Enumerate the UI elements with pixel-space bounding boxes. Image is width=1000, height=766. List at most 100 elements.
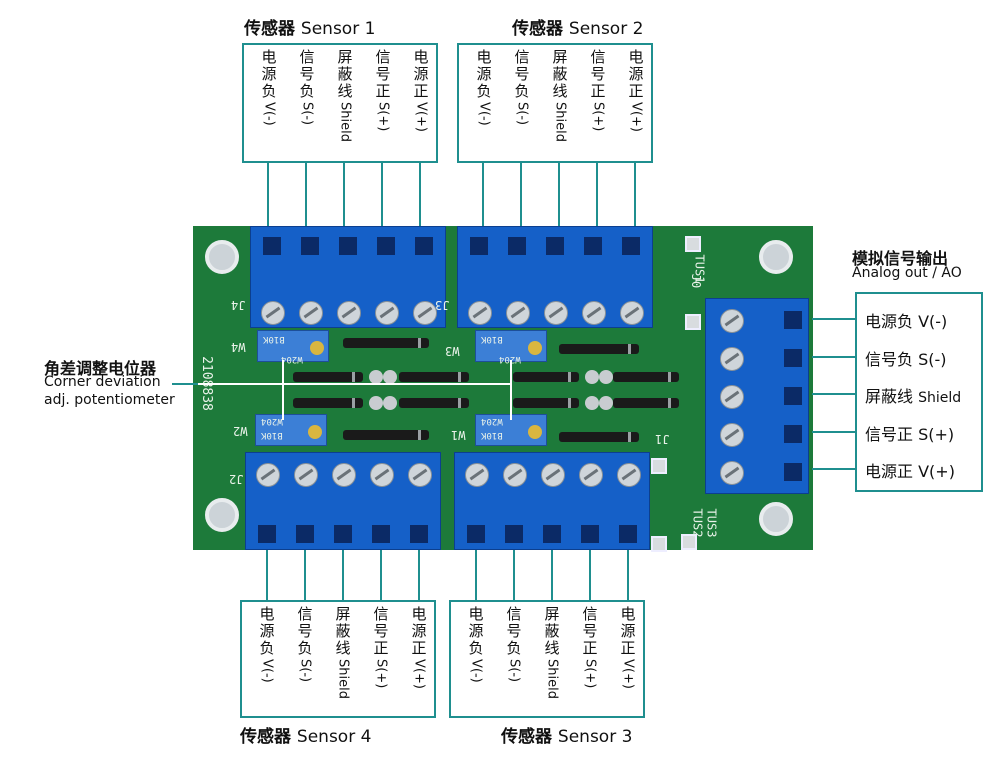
silk-tus1: TUS1: [692, 254, 707, 284]
sensor4-pin-5-char: 电: [411, 605, 427, 623]
sensor2-title: 传感器 Sensor 2: [512, 19, 644, 39]
silk-w4: W4: [231, 340, 246, 354]
potentiometer-w2: [255, 414, 327, 446]
corner-pot-en1: Corner deviation: [44, 374, 161, 390]
sensor1-wire-2: [305, 163, 307, 233]
sensor4-pin-4-char: 正: [373, 639, 389, 657]
silk-j2: J2: [229, 472, 244, 486]
sensor1-pin-4-char: 号: [375, 65, 391, 83]
sensor3-wire-4: [589, 545, 591, 601]
silk-pot-sub-w3: B10K: [481, 334, 503, 344]
silk-j4: J4: [231, 298, 246, 312]
analog-out-row-code: Shield: [918, 390, 962, 406]
resistor-4: [399, 372, 469, 382]
sensor3-pin-1-char: 负: [468, 639, 484, 657]
analog-out-row-2: 信号负 S(-): [865, 346, 947, 370]
sensor2-pin-5-char: 源: [628, 65, 644, 83]
analog-out-row-code: S(-): [918, 349, 947, 369]
corner-pot-bracket-left: [282, 360, 284, 420]
terminal-block-j4: [250, 226, 446, 328]
sensor3-wire-1: [475, 545, 477, 601]
sensor4-wire-5: [418, 545, 420, 601]
sensor4-wire-2: [304, 545, 306, 601]
tvs-pad-1: [685, 236, 701, 252]
analog-out-row-code: V(-): [918, 312, 948, 331]
silk-pot-code-w2: W204: [261, 416, 283, 426]
analog-out-row-5: 电源正 V(+): [865, 458, 955, 482]
sensor3-pin-2-code: S(-): [506, 659, 522, 683]
sensor4-pin-3-char: 蔽: [335, 622, 351, 640]
sensor3-title: 传感器 Sensor 3: [501, 727, 633, 747]
ao-wire-3: [812, 393, 855, 395]
ao-wire-1: [812, 318, 855, 320]
sensor4-wire-4: [380, 545, 382, 601]
sensor4-pin-3-code: Shield: [335, 659, 351, 699]
sensor1-wire-5: [419, 163, 421, 233]
mounting-hole-top-left: [205, 240, 239, 274]
sensor1-pin-3-char: 蔽: [337, 65, 353, 83]
tvs-pad-5: [651, 536, 667, 552]
sensor3-wire-3: [551, 545, 553, 601]
sensor1-pin-2-code: S(-): [299, 102, 315, 126]
sensor2-pin-3-char: 蔽: [552, 65, 568, 83]
potentiometer-w4: [257, 330, 329, 362]
resistor-8: [399, 398, 469, 408]
sensor1-pin-4-char: 正: [375, 82, 391, 100]
sensor4-pin-4-char: 号: [373, 622, 389, 640]
sensor4-title: 传感器 Sensor 4: [240, 727, 372, 747]
corner-pot-pointer: [172, 383, 198, 385]
sensor1-wire-4: [381, 163, 383, 233]
sensor3-pin-2-char: 负: [506, 639, 522, 657]
sensor2-pin-5-char: 正: [628, 82, 644, 100]
sensor2-pin-4-code: S(+): [590, 102, 606, 132]
sensor4-wire-1: [266, 545, 268, 601]
sensor3-wire-5: [627, 545, 629, 601]
ao-wire-2: [812, 356, 855, 358]
sensor2-pin-3-char: 屏: [552, 48, 568, 66]
sensor3-pin-1-code: V(-): [468, 659, 484, 683]
sensor3-pin-1-char: 源: [468, 622, 484, 640]
sensor2-pin-1-char: 源: [476, 65, 492, 83]
sensor3-pin-5-char: 正: [620, 639, 636, 657]
sensor3-pin-5-char: 电: [620, 605, 636, 623]
sensor3-pin-4-char: 正: [582, 639, 598, 657]
sensor2-pin-4-char: 信: [590, 48, 606, 66]
sensor2-wire-5: [634, 163, 636, 233]
silk-tus2: TUS2: [690, 508, 705, 538]
sensor3-pin-5-char: 源: [620, 622, 636, 640]
sensor1-pin-3-code: Shield: [337, 102, 353, 142]
sensor3-pin-2-char: 号: [506, 622, 522, 640]
mounting-hole-bottom-right: [759, 502, 793, 536]
analog-out-row-code: V(+): [918, 462, 955, 481]
sensor1-pin-1-char: 负: [261, 82, 277, 100]
silk-w3: W3: [445, 344, 460, 358]
corner-pot-pointer-white: [172, 383, 512, 385]
sensor4-pin-3-char: 线: [335, 639, 351, 657]
sensor1-pin-4-code: S(+): [375, 102, 391, 132]
tvs-pad-4: [681, 534, 697, 550]
analog-out-row-label: 信号正: [865, 424, 919, 444]
corner-pot-bracket-right: [510, 360, 512, 420]
sensor3-pin-4-char: 号: [582, 622, 598, 640]
tvs-pad-2: [685, 314, 701, 330]
sensor4-pin-2-char: 号: [297, 622, 313, 640]
silk-pot-sub-w4: B10K: [263, 334, 285, 344]
sensor3-pin-3-char: 屏: [544, 605, 560, 623]
sensor2-pin-4-char: 正: [590, 82, 606, 100]
